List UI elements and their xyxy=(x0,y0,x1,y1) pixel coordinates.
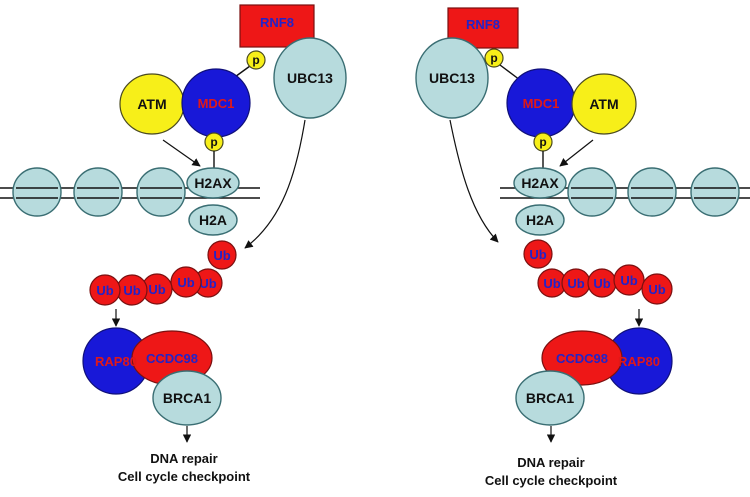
ubiquitin-label: Ub xyxy=(213,248,230,263)
ubiquitin-label: Ub xyxy=(648,282,665,297)
phospho-label: p xyxy=(539,135,546,149)
rnf8-label: RNF8 xyxy=(466,17,500,32)
ubiquitin-chain: Ub Ub Ub Ub Ub Ub xyxy=(523,239,673,305)
atm-label: ATM xyxy=(137,96,166,112)
ccdc98-protein xyxy=(541,330,623,386)
ubc13-arrow xyxy=(449,119,499,243)
h2ax-histone xyxy=(186,167,240,199)
atm-arrow xyxy=(162,139,201,167)
rnf8-label: RNF8 xyxy=(260,15,294,30)
atm-label: ATM xyxy=(589,96,618,112)
h2ax-label: H2AX xyxy=(194,175,232,191)
phospho-label: p xyxy=(210,135,217,149)
outcome-cell-cycle-checkpoint: Cell cycle checkpoint xyxy=(485,473,618,488)
mdc1-label: MDC1 xyxy=(198,96,235,111)
mdc1-rnf8-link xyxy=(499,64,521,81)
phospho-label: p xyxy=(252,53,259,67)
ubiquitin xyxy=(613,264,645,296)
nucleosome xyxy=(627,167,677,217)
h2ax-label: H2AX xyxy=(521,175,559,191)
nucleosome xyxy=(690,167,740,217)
mdc1-label: MDC1 xyxy=(523,96,560,111)
brca1-label: BRCA1 xyxy=(163,390,211,406)
ubiquitin-label: Ub xyxy=(567,276,584,291)
nucleosome xyxy=(73,167,123,217)
outcome-cell-cycle-checkpoint: Cell cycle checkpoint xyxy=(118,469,251,484)
nucleosome xyxy=(12,167,62,217)
brca1-protein xyxy=(515,370,585,426)
ubiquitin xyxy=(89,274,121,306)
outcome-dna-repair: DNA repair xyxy=(517,455,584,470)
phospho-site xyxy=(246,50,266,70)
outcome-dna-repair: DNA repair xyxy=(150,451,217,466)
ubiquitin-label: Ub xyxy=(529,247,546,262)
right-panel: RNF8 UBC13 p MDC1 ATM p H2AX H2A Ub xyxy=(415,7,750,488)
ccdc98-label: CCDC98 xyxy=(556,351,608,366)
left-panel: RNF8 UBC13 p ATM MDC1 p H2AX H2A Ub xyxy=(0,4,347,484)
ubiquitin-label: Ub xyxy=(96,283,113,298)
h2a-label: H2A xyxy=(199,212,227,228)
phospho-site xyxy=(484,48,504,68)
ubc13-label: UBC13 xyxy=(429,70,475,86)
h2a-histone xyxy=(515,204,565,236)
ubiquitin-label: Ub xyxy=(148,282,165,297)
ubc13-protein xyxy=(273,37,347,119)
ubiquitin xyxy=(523,239,553,269)
h2ax-histone xyxy=(513,167,567,199)
ubiquitin-chain: Ub Ub Ub Ub Ub Ub xyxy=(89,240,237,306)
nucleosome xyxy=(136,167,186,217)
ccdc98-label: CCDC98 xyxy=(146,351,198,366)
rap80-label: RAP80 xyxy=(95,354,137,369)
ubc13-arrow xyxy=(244,119,306,249)
atm-arrow xyxy=(559,139,594,167)
ubiquitin-label: Ub xyxy=(177,275,194,290)
ubiquitin-label: Ub xyxy=(593,276,610,291)
ubiquitin-label: Ub xyxy=(123,283,140,298)
ubiquitin-label: Ub xyxy=(543,276,560,291)
ubiquitin xyxy=(641,273,673,305)
ubc13-protein xyxy=(415,37,489,119)
h2a-label: H2A xyxy=(526,212,554,228)
ubiquitin xyxy=(170,266,202,298)
h2a-histone xyxy=(188,204,238,236)
brca1-label: BRCA1 xyxy=(526,390,574,406)
ubiquitin-label: Ub xyxy=(620,273,637,288)
nucleosome xyxy=(567,167,617,217)
rap80-label: RAP80 xyxy=(618,354,660,369)
ubiquitin-label: Ub xyxy=(199,276,216,291)
ubiquitin xyxy=(207,240,237,270)
ubc13-label: UBC13 xyxy=(287,70,333,86)
phospho-label: p xyxy=(490,51,497,65)
atm-protein xyxy=(571,73,637,135)
brca1-protein xyxy=(152,370,222,426)
